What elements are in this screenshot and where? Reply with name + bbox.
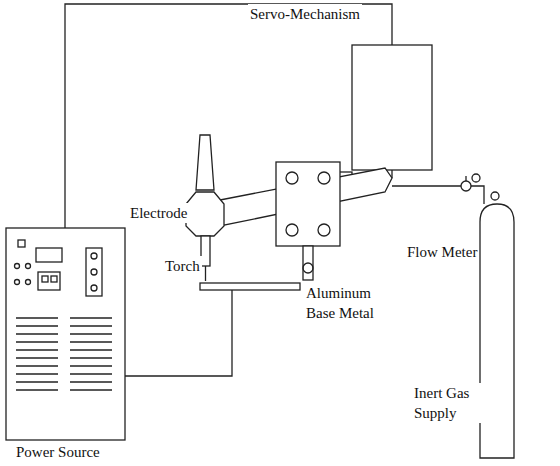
- torch-label: Torch: [163, 256, 202, 276]
- power-source-label: Power Source: [14, 442, 102, 462]
- servo-label: Servo-Mechanism: [248, 4, 362, 24]
- electrode-label: Electrode: [128, 203, 189, 223]
- gas-supply-label: Inert Gas Supply: [412, 383, 482, 423]
- base-metal-label: Aluminum Base Metal: [304, 283, 388, 323]
- flow-meter-label: Flow Meter: [405, 242, 479, 262]
